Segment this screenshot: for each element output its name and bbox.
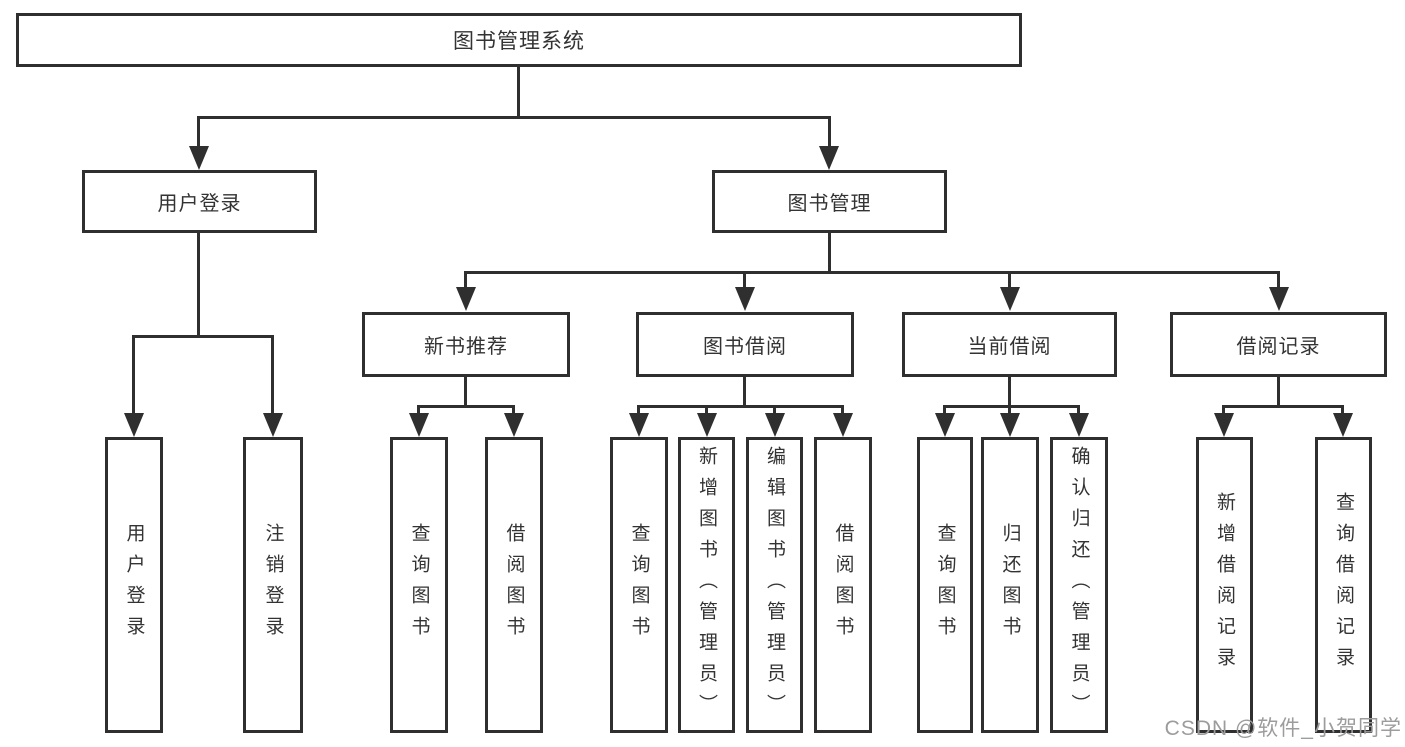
arrowhead-bb-edit: [765, 413, 785, 437]
arrowhead-bb-borrow: [833, 413, 853, 437]
leaf-cb-query-books: 查询图书: [917, 437, 973, 733]
connector-drop-new-book-recommend: [464, 271, 467, 287]
leaf-br-query-record: 查询借阅记录: [1315, 437, 1372, 733]
connector-book-borrow-stem: [743, 377, 746, 407]
connector-drop-bb-add: [705, 405, 708, 415]
connector-borrow-records-rail: [1224, 405, 1344, 408]
arrowhead-cb-query: [935, 413, 955, 437]
connector-drop-br-add: [1222, 405, 1225, 415]
arrowhead-br-query: [1333, 413, 1353, 437]
leaf-bb-edit-book-admin: 编辑图书（管理员）: [746, 437, 803, 733]
connector-user-login-stem: [197, 233, 200, 337]
connector-drop-cb-return: [1008, 405, 1011, 415]
arrowhead-cb-return: [1000, 413, 1020, 437]
connector-drop-bb-borrow: [841, 405, 844, 415]
leaf-br-add-record: 新增借阅记录: [1196, 437, 1253, 733]
connector-drop-leaf-logout: [271, 335, 274, 415]
connector-current-borrow-rail: [945, 405, 1079, 408]
connector-new-book-recommend-stem: [464, 377, 467, 407]
node-borrow-records: 借阅记录: [1170, 312, 1387, 377]
leaf-bb-query-books: 查询图书: [610, 437, 668, 733]
leaf-bb-add-book-admin: 新增图书（管理员）: [678, 437, 735, 733]
arrowhead-book-management: [819, 146, 839, 170]
leaf-user-login: 用户登录: [105, 437, 163, 733]
connector-new-book-recommend-rail: [419, 405, 514, 408]
connector-drop-cb-query: [943, 405, 946, 415]
connector-drop-rec-borrow: [512, 405, 515, 415]
connector-drop-bb-query: [637, 405, 640, 415]
connector-drop-bb-edit: [773, 405, 776, 415]
arrowhead-borrow-records: [1269, 287, 1289, 311]
arrowhead-bb-query: [629, 413, 649, 437]
arrowhead-rec-borrow: [504, 413, 524, 437]
connector-level2-rail: [198, 116, 830, 119]
arrowhead-book-borrow: [735, 287, 755, 311]
node-new-book-recommend: 新书推荐: [362, 312, 570, 377]
connector-current-borrow-stem: [1008, 377, 1011, 407]
node-user-login: 用户登录: [82, 170, 317, 233]
leaf-rec-borrow-books: 借阅图书: [485, 437, 543, 733]
connector-user-login-rail: [133, 335, 274, 338]
connector-drop-cb-confirm: [1077, 405, 1080, 415]
connector-drop-leaf-user-login: [132, 335, 135, 415]
connector-drop-book-management: [828, 116, 831, 148]
connector-drop-rec-query: [417, 405, 420, 415]
connector-drop-user-login: [197, 116, 200, 148]
leaf-rec-query-books: 查询图书: [390, 437, 448, 733]
connector-drop-borrow-records: [1277, 271, 1280, 287]
connector-drop-br-query: [1341, 405, 1344, 415]
arrowhead-leaf-user-login: [124, 413, 144, 437]
arrowhead-rec-query: [409, 413, 429, 437]
arrowhead-bb-add: [697, 413, 717, 437]
leaf-logout: 注销登录: [243, 437, 303, 733]
arrowhead-leaf-logout: [263, 413, 283, 437]
watermark-text: CSDN @软件_小贺同学: [1164, 717, 1402, 740]
arrowhead-current-borrow: [1000, 287, 1020, 311]
node-root: 图书管理系统: [16, 13, 1022, 67]
connector-book-management-stem: [828, 233, 831, 273]
arrowhead-br-add: [1214, 413, 1234, 437]
node-current-borrow: 当前借阅: [902, 312, 1117, 377]
node-book-management: 图书管理: [712, 170, 947, 233]
connector-drop-current-borrow: [1008, 271, 1011, 287]
arrowhead-new-book-recommend: [456, 287, 476, 311]
leaf-cb-return-books: 归还图书: [981, 437, 1039, 733]
connector-book-borrow-rail: [639, 405, 843, 408]
arrowhead-cb-confirm: [1069, 413, 1089, 437]
arrowhead-user-login: [189, 146, 209, 170]
leaf-cb-confirm-return-admin: 确认归还（管理员）: [1050, 437, 1108, 733]
node-book-borrow: 图书借阅: [636, 312, 854, 377]
connector-borrow-records-stem: [1277, 377, 1280, 407]
connector-drop-book-borrow: [743, 271, 746, 287]
connector-level3-rail: [466, 271, 1279, 274]
leaf-bb-borrow-books: 借阅图书: [814, 437, 872, 733]
connector-root-stem: [517, 67, 520, 118]
